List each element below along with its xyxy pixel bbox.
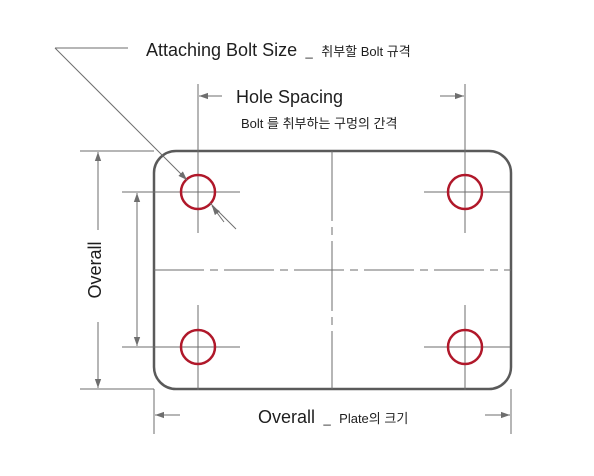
hole-crosshairs	[122, 150, 510, 390]
overall-width-dimension	[153, 389, 512, 434]
overall-height-label: Overall	[85, 241, 105, 298]
bolt-hole-top-left	[179, 173, 217, 211]
bolt-hole-bottom-left	[179, 328, 217, 366]
bolt-size-leader	[54, 47, 237, 230]
overall-height-dimension	[80, 150, 154, 390]
bolt-hole-top-right	[446, 173, 484, 211]
overall-width-label: Overall _ Plate의 크기	[258, 407, 408, 427]
plate-centerlines	[154, 151, 511, 389]
bolt-size-label: Attaching Bolt Size _ 취부할 Bolt 규격	[146, 40, 411, 60]
hole-spacing-sublabel: Bolt 를 취부하는 구멍의 간격	[241, 116, 397, 131]
bolt-hole-bottom-right	[446, 328, 484, 366]
hole-spacing-label: Hole Spacing	[236, 87, 343, 107]
bolt-holes	[179, 173, 484, 366]
hole-spacing-dimension	[197, 84, 466, 150]
